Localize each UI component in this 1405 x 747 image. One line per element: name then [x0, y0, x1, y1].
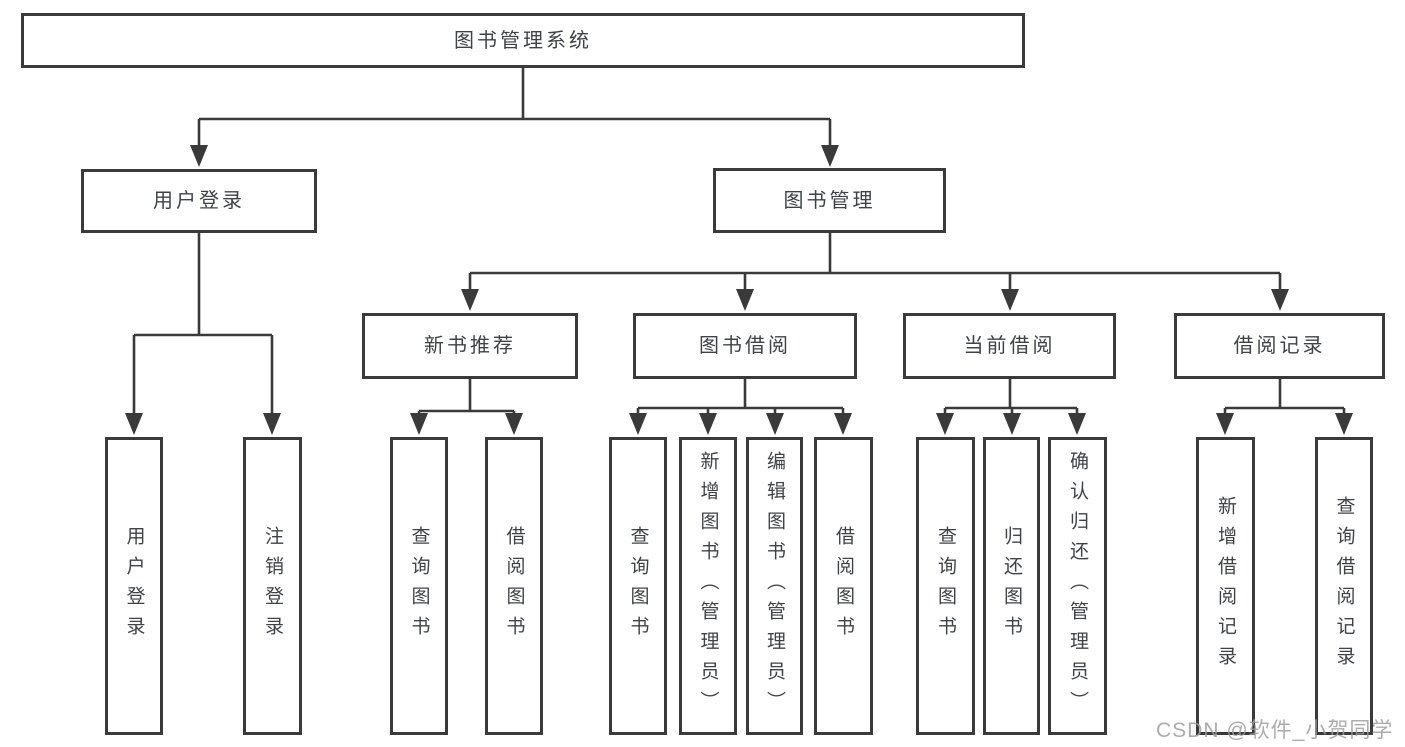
node-library-management-system: 图书管理系统: [21, 13, 1025, 68]
leaf-add-borrow-record: 新增借阅记录: [1196, 437, 1255, 735]
node-label: 图书借阅: [699, 335, 791, 357]
node-user-login: 用户登录: [81, 169, 317, 233]
leaf-return-books: 归还图书: [983, 437, 1040, 735]
leaf-borrow-books-recommend: 借阅图书: [485, 437, 543, 735]
leaf-label: 归还图书: [1001, 526, 1022, 646]
leaf-query-books-recommend: 查询图书: [390, 437, 448, 735]
leaf-query-borrow-record: 查询借阅记录: [1315, 437, 1373, 735]
node-book-management: 图书管理: [713, 168, 946, 233]
csdn-watermark: CSDN @软件_小贺同学: [1156, 719, 1394, 742]
leaf-query-books-current: 查询图书: [916, 437, 975, 735]
leaf-label: 确认归还（管理员）: [1067, 451, 1088, 721]
node-label: 用户登录: [153, 190, 245, 212]
leaf-label: 新增借阅记录: [1215, 496, 1236, 676]
leaf-user-login: 用户登录: [105, 437, 163, 735]
leaf-label: 用户登录: [123, 526, 145, 646]
node-label: 借阅记录: [1233, 335, 1326, 357]
leaf-query-books-borrow: 查询图书: [609, 437, 667, 735]
leaf-logout: 注销登录: [243, 437, 302, 735]
node-borrow-records: 借阅记录: [1174, 313, 1385, 379]
leaf-label: 查询图书: [627, 526, 649, 646]
leaf-label: 借阅图书: [503, 526, 525, 646]
leaf-label: 借阅图书: [833, 526, 854, 646]
leaf-label: 查询图书: [935, 526, 956, 646]
node-book-borrow: 图书借阅: [633, 313, 857, 379]
leaf-borrow-books: 借阅图书: [814, 437, 873, 735]
node-label: 图书管理系统: [454, 29, 592, 52]
leaf-add-books-admin: 新增图书（管理员）: [679, 437, 737, 735]
leaf-edit-books-admin: 编辑图书（管理员）: [746, 437, 803, 735]
leaf-label: 查询借阅记录: [1333, 496, 1355, 676]
leaf-label: 编辑图书（管理员）: [764, 451, 785, 721]
node-current-borrow: 当前借阅: [903, 313, 1116, 379]
arrowheads: [125, 145, 1353, 435]
leaf-label: 新增图书（管理员）: [697, 451, 719, 721]
node-label: 图书管理: [783, 189, 876, 212]
leaf-label: 注销登录: [262, 526, 283, 646]
leaf-label: 查询图书: [408, 526, 430, 646]
leaf-confirm-return-admin: 确认归还（管理员）: [1048, 437, 1107, 735]
node-label: 新书推荐: [424, 335, 516, 357]
node-new-book-recommend: 新书推荐: [362, 313, 578, 379]
node-label: 当前借阅: [963, 335, 1056, 357]
